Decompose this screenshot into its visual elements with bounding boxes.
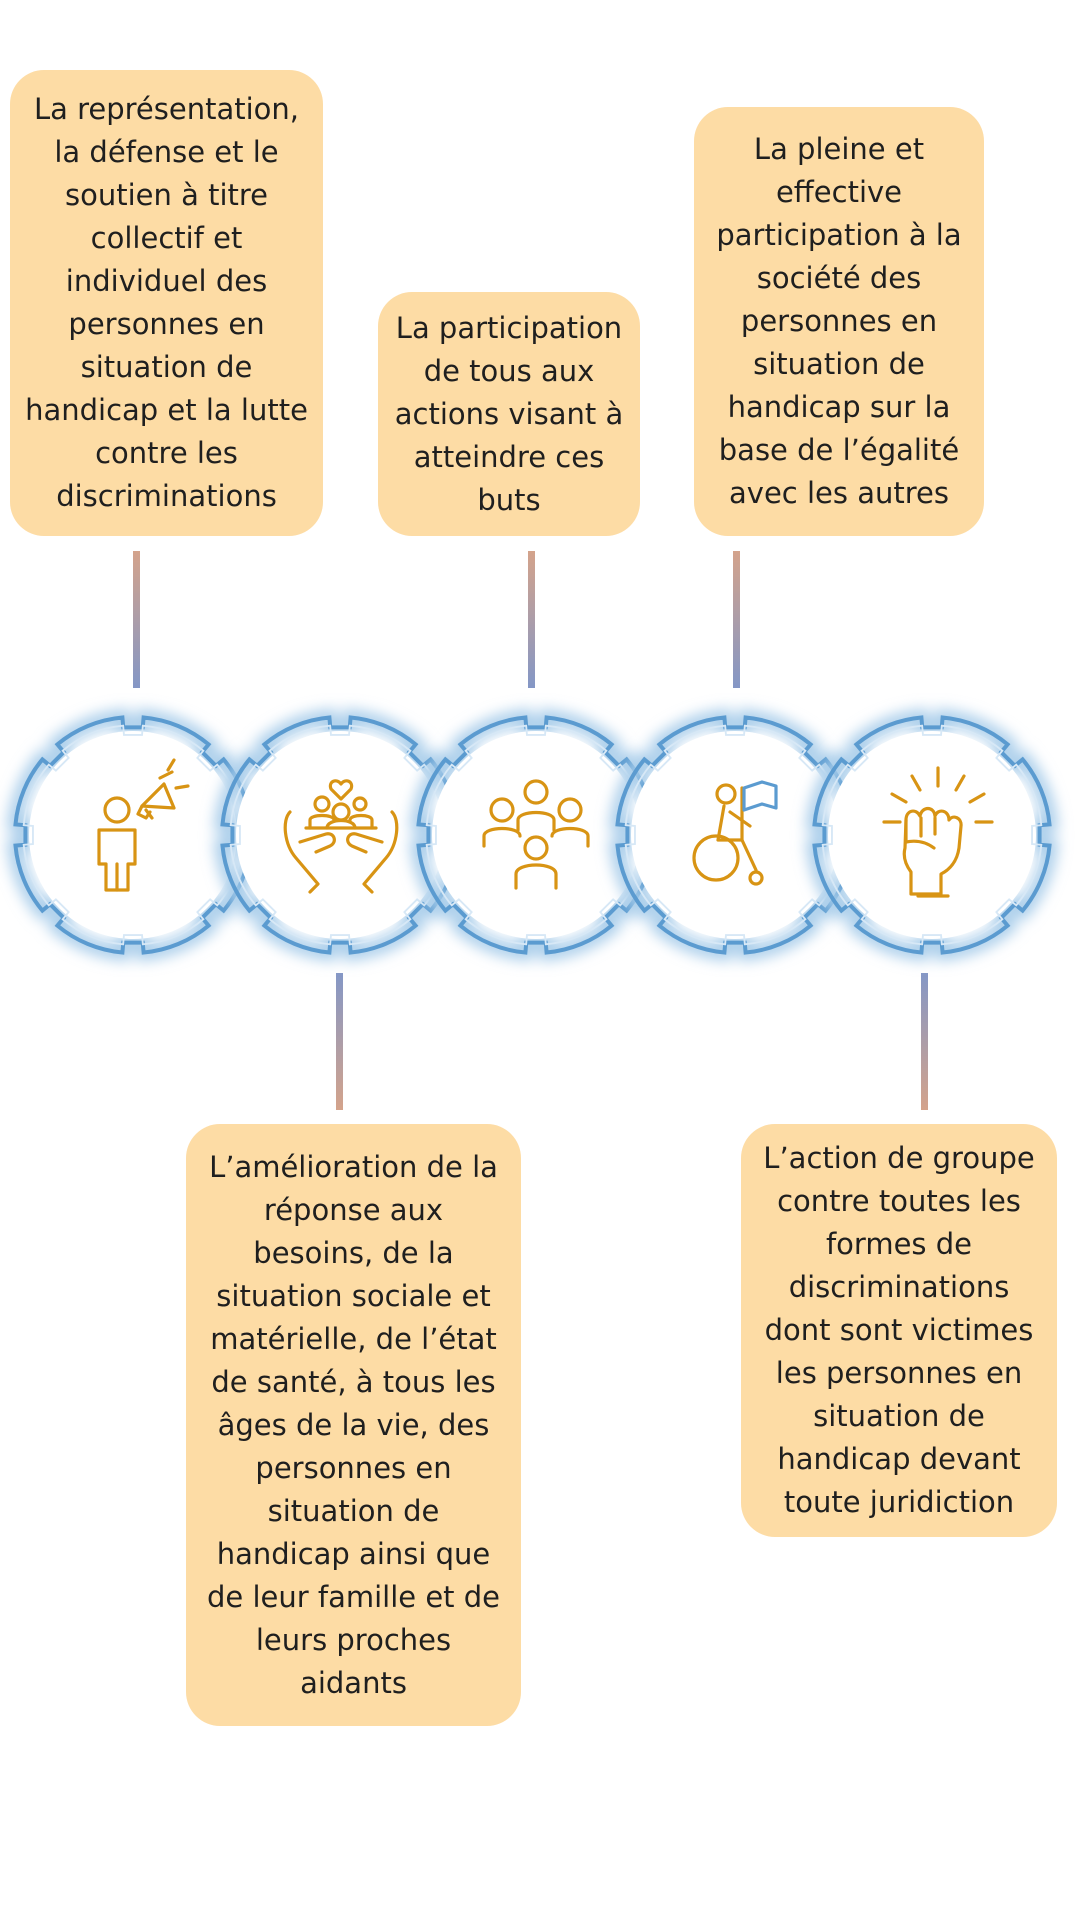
card-improvement-needs: L’amélioration de la réponse aux besoins… [186, 1124, 521, 1726]
card-group-action: L’action de groupe contre toutes les for… [741, 1124, 1057, 1537]
connector-4 [336, 973, 343, 1110]
card-improvement-needs-text: L’amélioration de la réponse aux besoins… [206, 1149, 501, 1700]
hands-holding-people-icon [283, 779, 399, 894]
circle-2 [213, 708, 467, 962]
circle-4 [608, 708, 862, 962]
raised-fist-icon [882, 766, 994, 898]
card-participation-actions: La participation de tous aux actions vis… [378, 292, 640, 536]
circle-3 [409, 708, 663, 962]
card-representation-text: La représentation, la défense et le sout… [25, 92, 308, 513]
card-full-participation-text: La pleine et effective participation à l… [716, 132, 962, 510]
connector-5 [921, 973, 928, 1110]
connector-2 [528, 551, 535, 688]
circle-5 [805, 708, 1059, 962]
circle-1 [6, 708, 260, 962]
card-representation: La représentation, la défense et le sout… [10, 70, 323, 536]
person-megaphone-icon [97, 758, 190, 892]
group-people-icon [482, 779, 590, 890]
card-participation-actions-text: La participation de tous aux actions vis… [394, 310, 624, 517]
connector-3 [733, 551, 740, 688]
card-full-participation: La pleine et effective participation à l… [694, 107, 984, 536]
flag-icon [742, 780, 778, 812]
wheelchair-flag-icon [692, 783, 764, 886]
card-group-action-text: L’action de groupe contre toutes les for… [763, 1141, 1035, 1519]
connector-1 [133, 551, 140, 688]
